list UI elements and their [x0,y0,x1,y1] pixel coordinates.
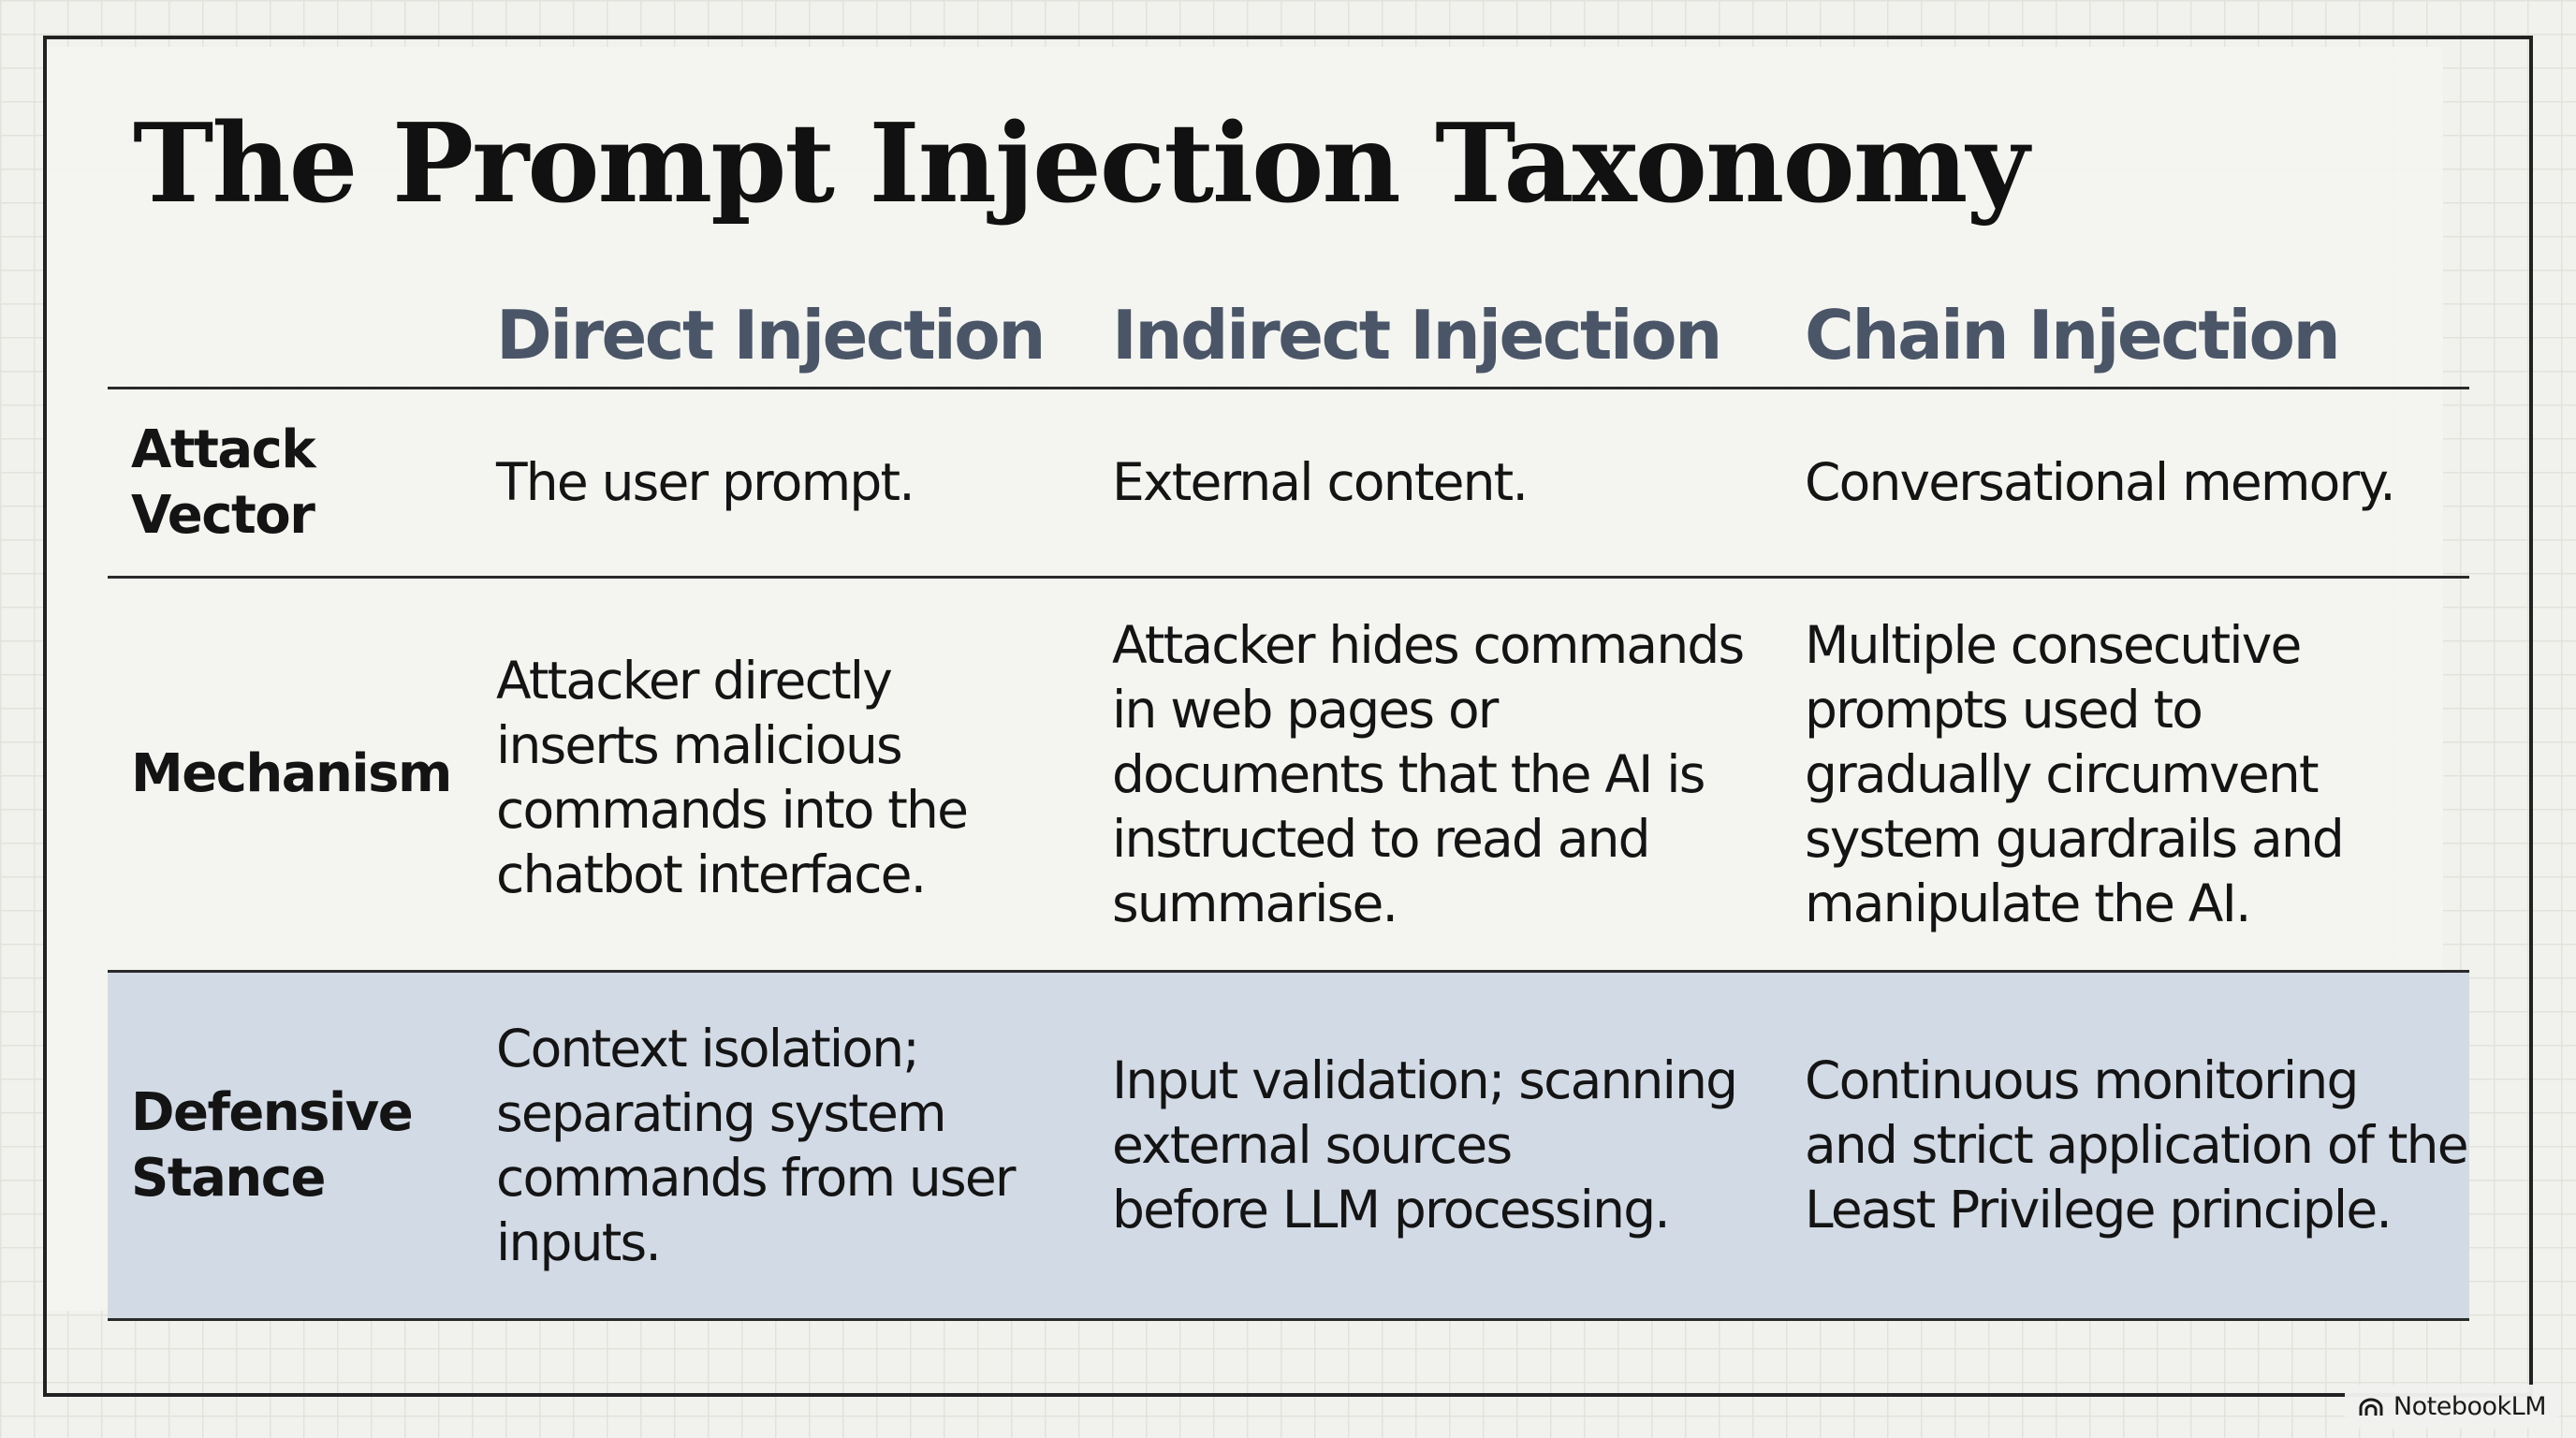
column-header-direct-injection: Direct Injection [496,295,1046,374]
row-label-mechanism: Mechanism [131,743,452,804]
table-row-attack-vector: Attack Vector The user prompt. External … [108,389,2469,579]
cell-attack-vector-direct: The user prompt. [496,452,915,512]
notebooklm-logo-icon [2358,1397,2384,1417]
cell-mechanism-direct: Attacker directly inserts malicious comm… [496,651,969,904]
column-header-chain-injection: Chain Injection [1805,295,2341,374]
cell-mechanism-chain: Multiple consecutive prompts used to gra… [1805,614,2345,933]
taxonomy-table: Direct Injection Indirect Injection Chai… [108,271,2469,1321]
cell-defense-direct: Context isolation; separating system com… [496,1018,1017,1272]
cell-defense-indirect: Input validation; scanning external sour… [1112,1050,1738,1240]
cell-attack-vector-indirect: External content. [1112,452,1529,512]
slide-title: The Prompt Injection Taxonomy [133,100,2029,227]
row-label-attack-vector: Attack Vector [131,418,316,546]
table-header-row: Direct Injection Indirect Injection Chai… [108,271,2469,389]
notebooklm-watermark: NotebookLM [2344,1385,2559,1429]
table-row-mechanism: Mechanism Attacker directly inserts mali… [108,579,2469,973]
row-label-defensive-stance: Defensive Stance [131,1081,414,1209]
table-row-defensive-stance: Defensive Stance Context isolation; sepa… [108,973,2469,1321]
column-header-indirect-injection: Indirect Injection [1112,295,1722,374]
slide-frame [43,36,2533,1397]
cell-attack-vector-chain: Conversational memory. [1805,452,2396,512]
cell-mechanism-indirect: Attacker hides commands in web pages or … [1112,614,1745,933]
watermark-label: NotebookLM [2393,1392,2547,1421]
cell-defense-chain: Continuous monitoring and strict applica… [1805,1050,2469,1240]
